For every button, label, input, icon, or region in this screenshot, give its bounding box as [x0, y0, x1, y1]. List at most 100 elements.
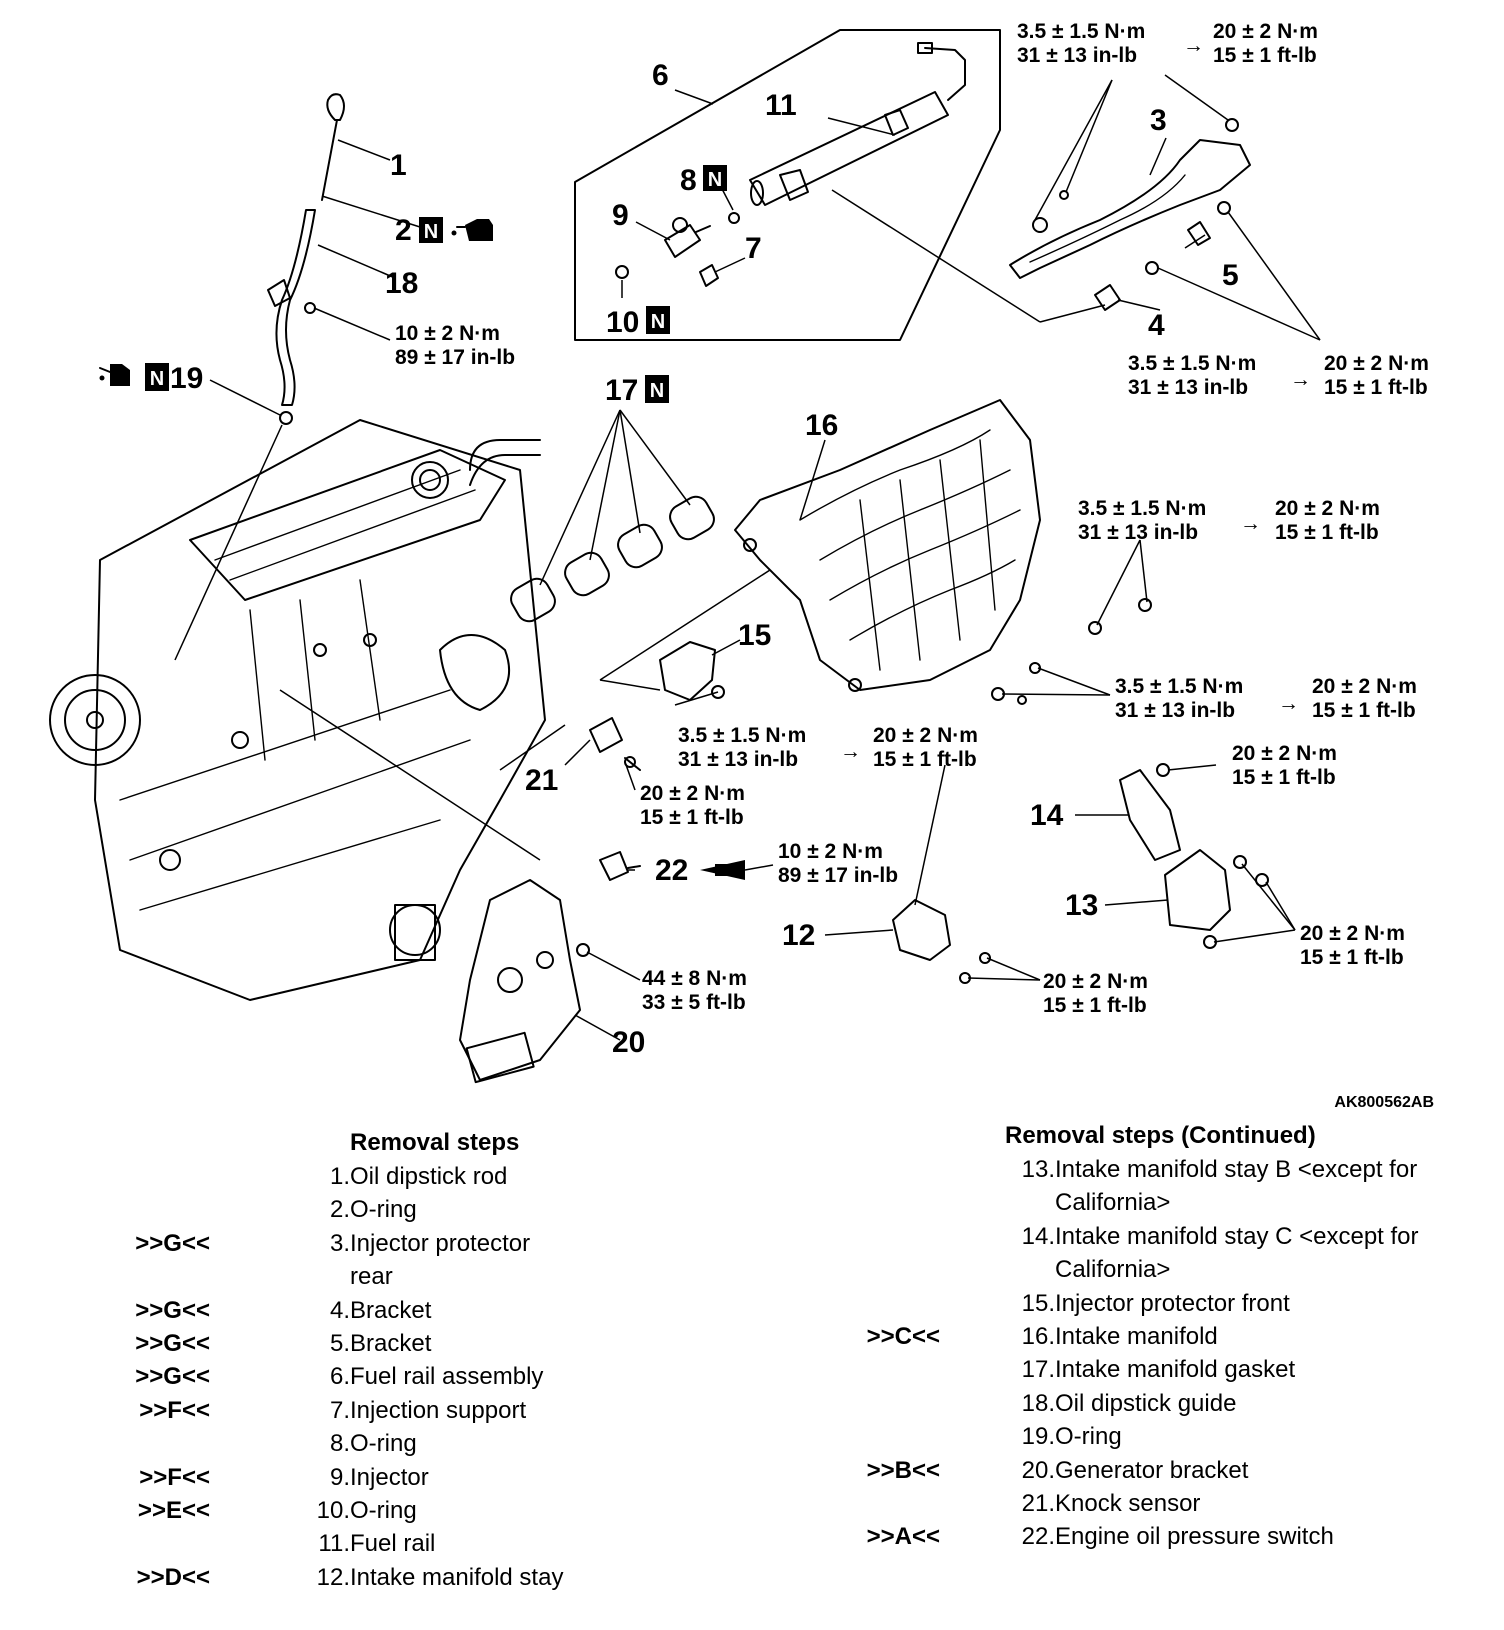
torque-spec-manifold-stay: 20 ± 2 N·m 15 ± 1 ft-lb: [1043, 970, 1148, 1017]
step-number: 8.: [329, 1430, 350, 1458]
svg-text:20 ± 2 N·m: 20 ± 2 N·m: [1312, 675, 1417, 698]
new-part-icon: N: [645, 375, 669, 403]
bracket-5-part: [1187, 221, 1211, 246]
step-text: Bracket: [350, 1330, 432, 1358]
oil-can-icon: [99, 364, 130, 386]
intake-manifold-part: [734, 399, 1041, 692]
intake-manifold-stay-b-part: [1164, 849, 1269, 949]
removal-step-item: >>B<<20.Generator bracket: [850, 1454, 1430, 1487]
step-number: 9.: [329, 1463, 350, 1491]
callout-6: 6: [652, 59, 669, 92]
procedure-code: >>G<<: [135, 1363, 210, 1391]
step-number: 18.: [1021, 1389, 1055, 1417]
procedure-code: [850, 1420, 940, 1453]
svg-text:89 ± 17 in-lb: 89 ± 17 in-lb: [395, 346, 515, 369]
step-text: Fuel rail: [350, 1530, 436, 1558]
svg-text:15 ± 1 ft-lb: 15 ± 1 ft-lb: [1232, 766, 1336, 789]
removal-step-item: >>D<<12.Intake manifold stay: [100, 1561, 570, 1594]
removal-step-item: 18.Oil dipstick guide: [850, 1387, 1430, 1420]
svg-text:31 ± 13 in-lb: 31 ± 13 in-lb: [1078, 521, 1198, 544]
new-part-icon: N: [703, 165, 727, 191]
callout-14: 14: [1030, 799, 1064, 832]
callout-2: 2: [395, 214, 412, 247]
procedure-code: [100, 1160, 210, 1193]
removal-step-item: >>F<<7.Injection support: [100, 1394, 570, 1427]
removal-step-item: 19.O-ring: [850, 1420, 1430, 1453]
step-text: O-ring: [1055, 1423, 1122, 1451]
step-number: 20.: [1021, 1456, 1055, 1484]
callout-1: 1: [390, 149, 407, 182]
removal-step-item: 11.Fuel rail: [100, 1527, 570, 1560]
torque-spec-manifold-upper: 3.5 ± 1.5 N·m 31 ± 13 in-lb → 20 ± 2 N·m…: [1078, 497, 1380, 544]
torque-spec-manifold-lower: 3.5 ± 1.5 N·m 31 ± 13 in-lb → 20 ± 2 N·m…: [1115, 675, 1417, 722]
removal-step-item: >>G<<4.Bracket: [100, 1294, 570, 1327]
svg-text:3.5 ± 1.5 N·m: 3.5 ± 1.5 N·m: [1078, 497, 1206, 520]
callout-12: 12: [782, 919, 815, 952]
removal-step-item: >>C<<16.Intake manifold: [850, 1320, 1430, 1353]
svg-text:3.5 ± 1.5 N·m: 3.5 ± 1.5 N·m: [1128, 352, 1256, 375]
svg-text:15 ± 1 ft-lb: 15 ± 1 ft-lb: [1312, 699, 1416, 722]
svg-text:89 ± 17 in-lb: 89 ± 17 in-lb: [778, 864, 898, 887]
step-number: 19.: [1021, 1423, 1055, 1451]
svg-text:3.5 ± 1.5 N·m: 3.5 ± 1.5 N·m: [1017, 20, 1145, 43]
callout-22: 22: [655, 854, 688, 887]
o-ring-8-part: [728, 212, 740, 224]
step-text: Intake manifold stay: [350, 1563, 564, 1591]
step-number: 16.: [1021, 1323, 1055, 1351]
oil-can-icon: [451, 219, 493, 241]
removal-steps-continued-list: Removal steps (Continued) 13.Intake mani…: [850, 1121, 1430, 1554]
injector-protector-rear-part: [1009, 139, 1251, 279]
step-text: Bracket: [350, 1296, 432, 1324]
svg-text:→: →: [840, 740, 861, 763]
procedure-code: >>F<<: [139, 1463, 210, 1491]
removal-step-item: >>F<< 9.Injector: [100, 1461, 570, 1494]
bolt-15: [711, 685, 725, 699]
injection-support-part: [699, 264, 719, 287]
torque-spec-dipstick-guide: 10 ± 2 N·m 89 ± 17 in-lb: [395, 322, 515, 369]
svg-text:31 ± 13 in-lb: 31 ± 13 in-lb: [1115, 699, 1235, 722]
new-part-icon: N: [646, 306, 670, 334]
procedure-code: [850, 1287, 940, 1320]
step-text: O-ring: [350, 1196, 417, 1224]
removal-step-item: >>G<<3.Injector protector rear: [100, 1227, 570, 1294]
procedure-code: >>G<<: [135, 1296, 210, 1324]
procedure-code: >>G<<: [135, 1229, 210, 1257]
svg-text:N: N: [424, 221, 438, 243]
torque-spec-knock-sensor: 20 ± 2 N·m 15 ± 1 ft-lb: [640, 782, 745, 829]
bolts-rear: [1059, 118, 1239, 275]
svg-text:15 ± 1 ft-lb: 15 ± 1 ft-lb: [1043, 994, 1147, 1017]
svg-text:31 ± 13 in-lb: 31 ± 13 in-lb: [678, 748, 798, 771]
step-number: 5.: [329, 1330, 350, 1358]
removal-step-item: 21.Knock sensor: [850, 1487, 1430, 1520]
removal-step-item: >>G<<6.Fuel rail assembly: [100, 1360, 570, 1393]
callout-13: 13: [1065, 889, 1098, 922]
procedure-code: [850, 1220, 940, 1287]
svg-text:→: →: [1183, 34, 1204, 57]
callout-16: 16: [805, 409, 838, 442]
svg-text:20 ± 2 N·m: 20 ± 2 N·m: [1300, 922, 1405, 945]
removal-step-item: 2.O-ring: [100, 1193, 570, 1226]
procedure-code: >>G<<: [135, 1330, 210, 1358]
step-number: 7.: [329, 1396, 350, 1424]
removal-step-item: 17.Intake manifold gasket: [850, 1353, 1430, 1386]
procedure-code: [100, 1427, 210, 1460]
step-text: Injector: [350, 1463, 429, 1491]
step-text: Oil dipstick guide: [1055, 1389, 1237, 1417]
callout-11: 11: [765, 89, 797, 122]
procedure-code: >>F<<: [139, 1396, 210, 1424]
removal-steps-continued-title: Removal steps (Continued): [1005, 1122, 1316, 1149]
step-number: 6.: [329, 1363, 350, 1391]
svg-text:N: N: [708, 169, 722, 191]
svg-text:10 ± 2 N·m: 10 ± 2 N·m: [778, 840, 883, 863]
svg-text:20 ± 2 N·m: 20 ± 2 N·m: [1213, 20, 1318, 43]
torque-spec-top-right: 3.5 ± 1.5 N·m 31 ± 13 in-lb → 20 ± 2 N·m…: [1017, 20, 1318, 67]
torque-spec-protector-front: 3.5 ± 1.5 N·m 31 ± 13 in-lb → 20 ± 2 N·m…: [678, 724, 978, 771]
intake-manifold-stay-c-part: [1119, 763, 1181, 861]
step-number: 1.: [329, 1163, 350, 1190]
fuel-rail-assembly-box: [574, 29, 1001, 341]
